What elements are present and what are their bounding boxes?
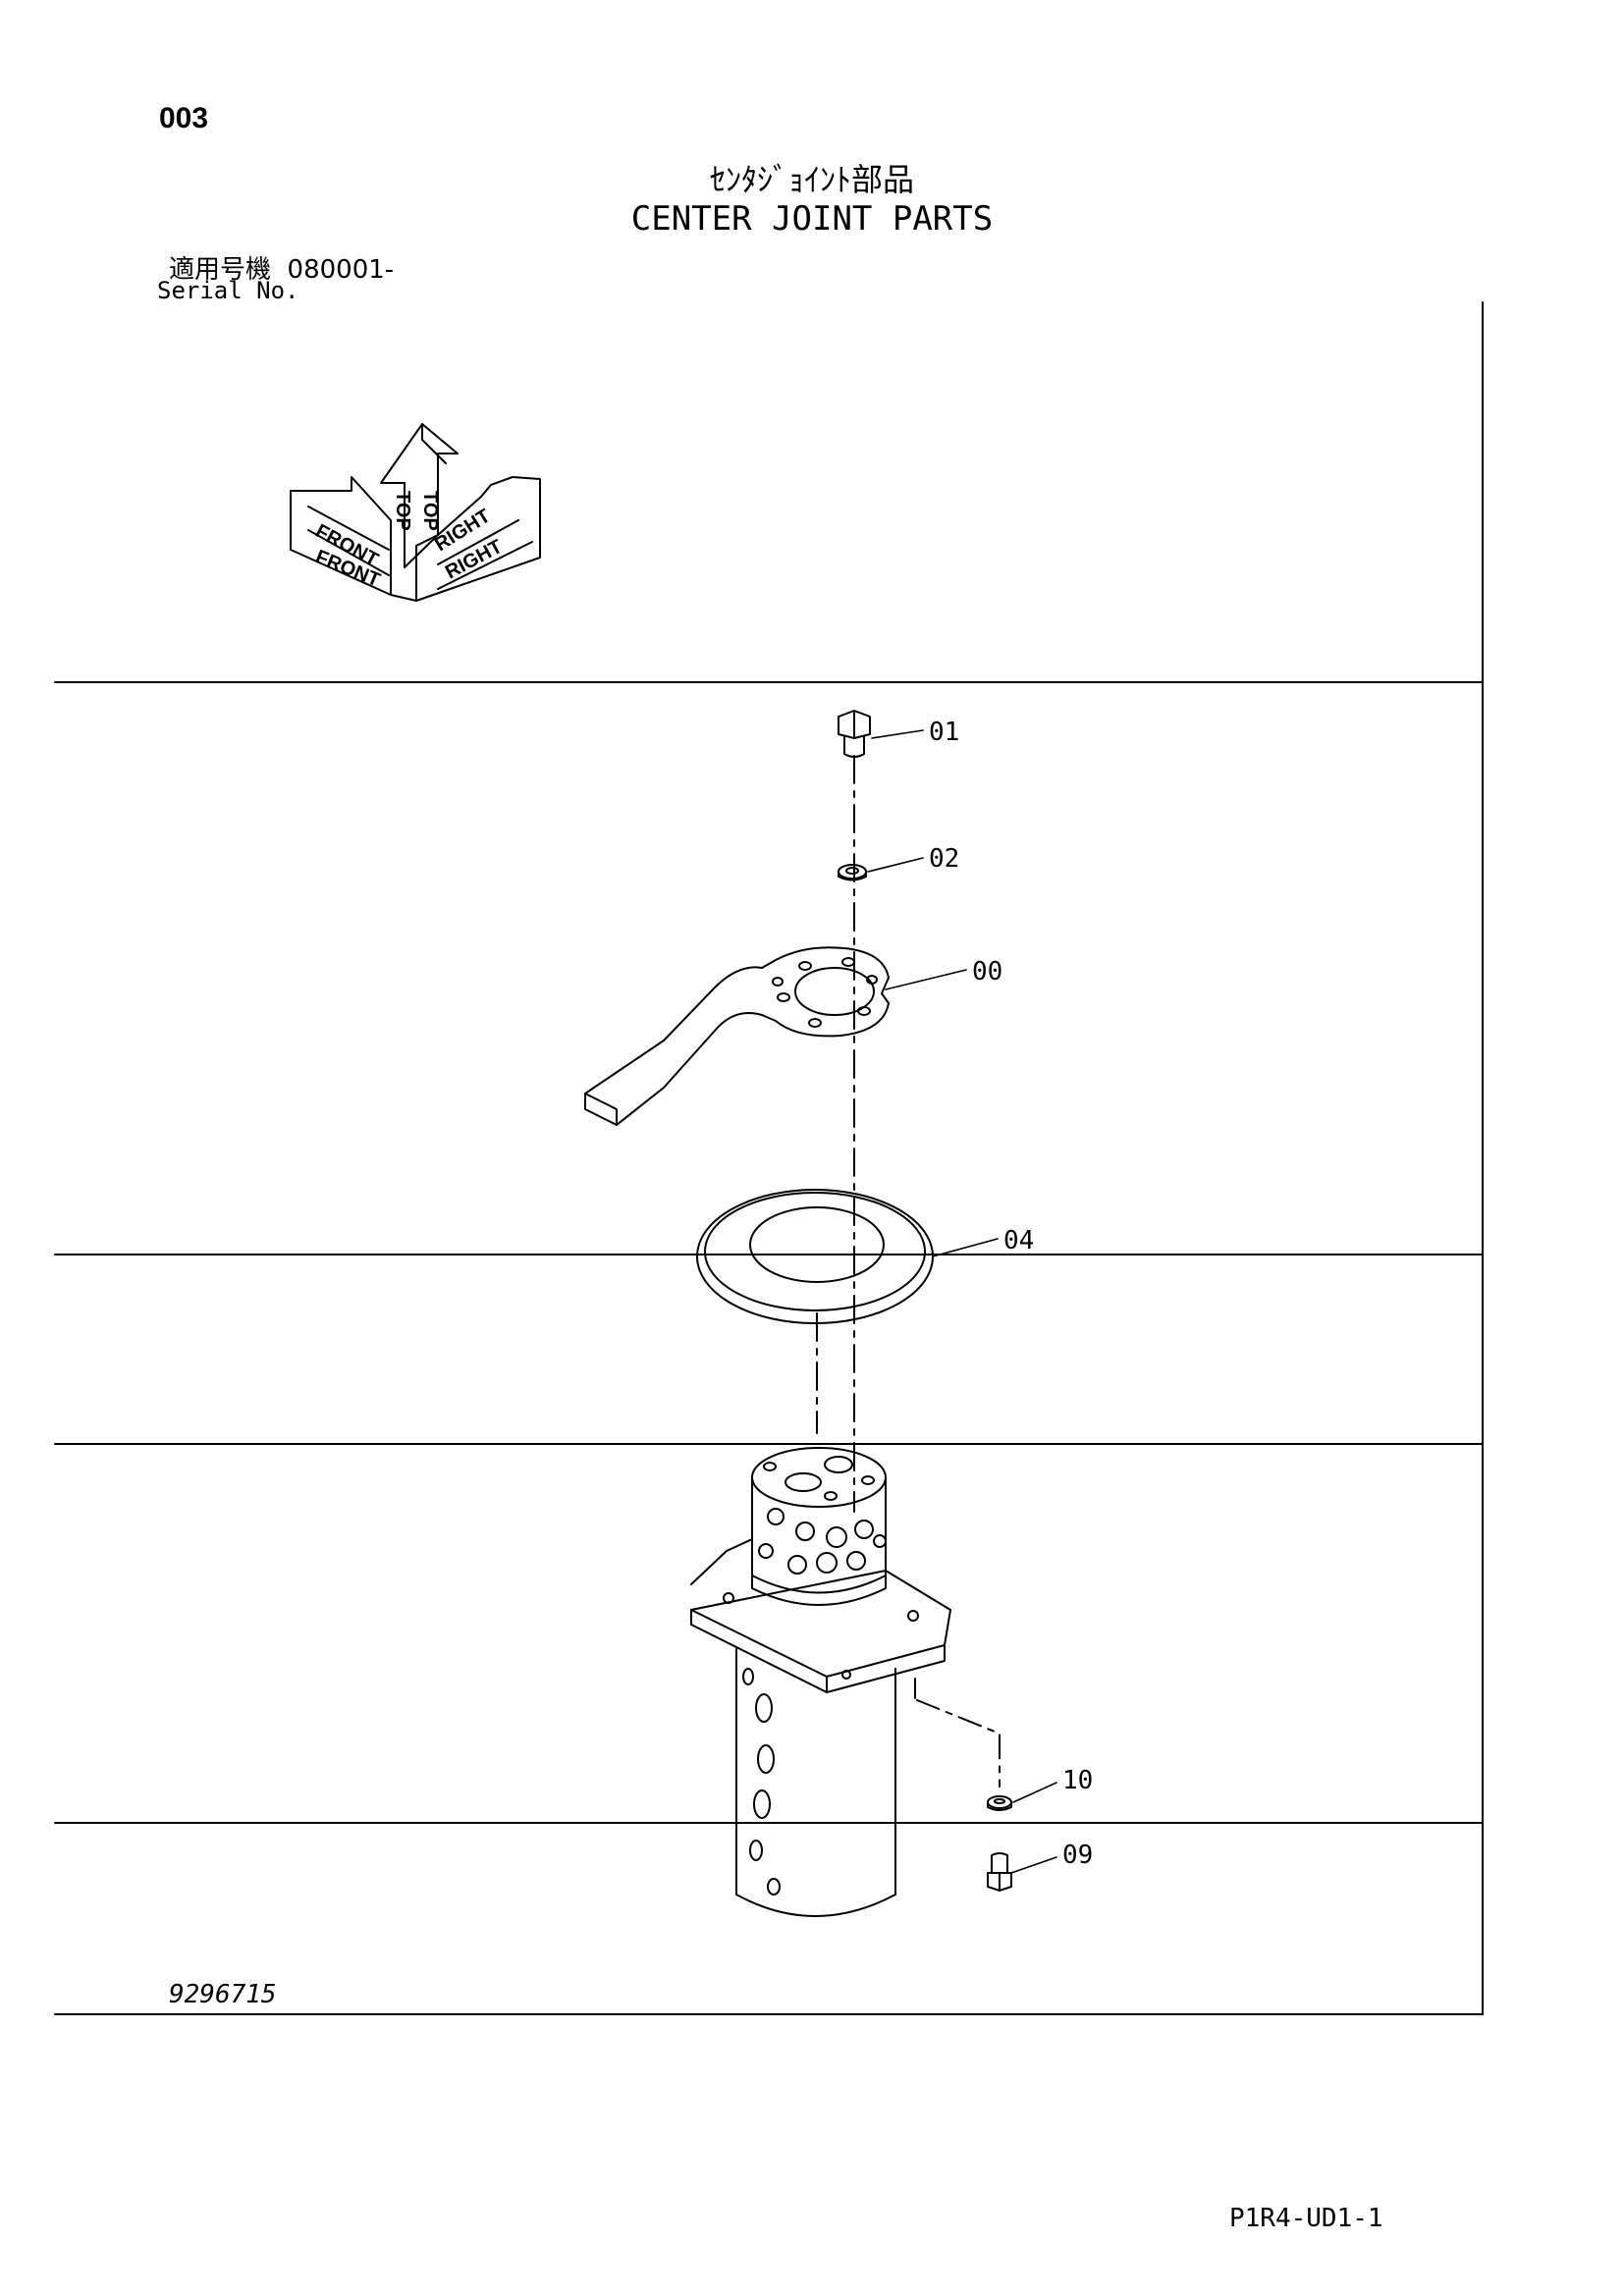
callout-00: 00 (972, 957, 1002, 987)
part-02-washer (838, 864, 867, 881)
serial-range: 適用号機 080001- (169, 249, 394, 286)
top-label-left: TOP (392, 491, 413, 531)
callout-09: 09 (1062, 1841, 1093, 1870)
serial-value: 080001- (287, 255, 395, 285)
serial-label-japanese: 適用号機 (169, 255, 272, 285)
callout-04: 04 (1003, 1226, 1034, 1255)
serial-label: Serial No. (157, 277, 299, 304)
frame-lines (54, 301, 1484, 2015)
callout-01: 01 (929, 718, 959, 747)
page-title: CENTER JOINT PARTS (630, 199, 994, 239)
callouts: 01 02 00 04 10 09 (929, 718, 1093, 1870)
drawing-number: 9296715 (169, 1980, 277, 2009)
page-title-japanese: ｾﾝﾀｼﾞｮｲﾝﾄ部品 (709, 161, 914, 198)
part-10-washer (987, 1795, 1012, 1811)
part-09-bolt (987, 1852, 1012, 1892)
front-arrow-icon (290, 476, 392, 596)
part-00-bracket (584, 946, 890, 1126)
reference-code: P1R4-UD1-1 (1229, 2204, 1383, 2233)
page-number: 003 (159, 102, 209, 134)
part-04-seal-ring (696, 1189, 934, 1434)
top-arrow-icon (380, 423, 459, 568)
orientation-indicator: FRONT FRONT TOP TOP RIGHT RIGHT (290, 423, 541, 602)
leader-lines (867, 729, 1057, 1874)
callout-10: 10 (1062, 1766, 1093, 1795)
part-01-bolt (838, 710, 871, 758)
part-center-joint-body (690, 1447, 1001, 1917)
top-label: TOP (419, 491, 441, 531)
callout-02: 02 (929, 844, 959, 874)
